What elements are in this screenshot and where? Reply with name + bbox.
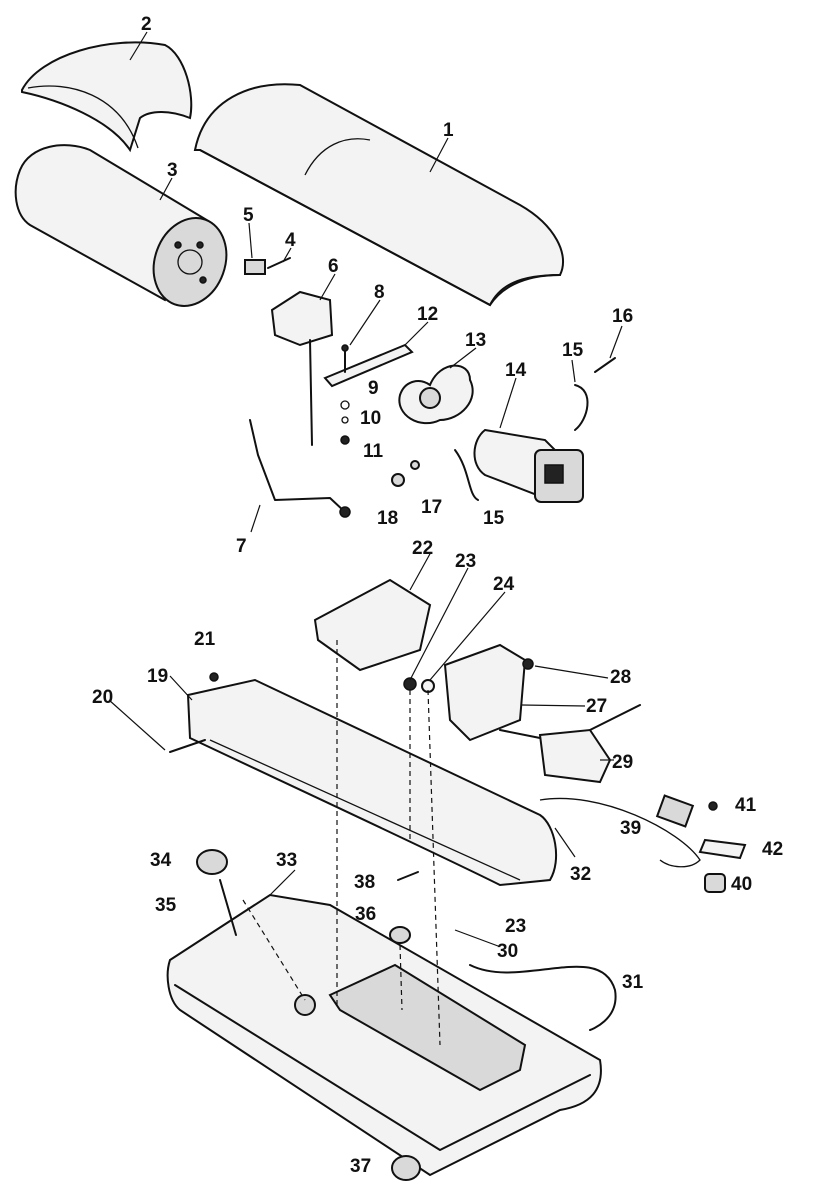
callout-41: 41 [735,795,757,816]
callout-24: 24 [493,574,515,595]
callout-15a: 15 [562,340,584,361]
part-center-brackets [313,578,534,742]
part-combustion-chamber [14,144,228,307]
callout-7: 7 [236,536,247,557]
callout-42: 42 [762,839,783,860]
callout-15b: 15 [483,508,505,529]
callout-23a: 23 [455,551,476,572]
part-fan-bracket [323,343,414,445]
callout-16: 16 [612,306,633,327]
callout-23b: 23 [505,916,526,937]
part-fuel-tank [166,849,617,1181]
part-main-upper-shell [193,83,565,307]
callout-6: 6 [328,256,339,277]
callout-31: 31 [622,972,644,993]
callout-38: 38 [354,872,375,893]
part-upper-shell-left [21,41,193,153]
callout-29: 29 [612,752,633,773]
callout-13: 13 [465,330,486,351]
callout-19: 19 [147,666,168,687]
callout-1: 1 [443,120,454,141]
callout-21: 21 [194,629,216,650]
callout-34: 34 [150,850,172,871]
callout-14: 14 [505,360,527,381]
part-motor [391,357,616,503]
callout-9: 9 [368,378,379,399]
leader-lines [108,31,623,947]
callout-30: 30 [497,941,518,962]
callout-20: 20 [92,687,113,708]
callout-3: 3 [167,160,178,181]
callout-28: 28 [610,667,631,688]
assembly-lines [242,640,441,1046]
callout-35: 35 [155,895,177,916]
callout-37: 37 [350,1156,371,1177]
part-ignitor [499,704,641,784]
callout-36: 36 [355,904,376,925]
callout-8: 8 [374,282,385,303]
callout-17: 17 [421,497,442,518]
callout-18: 18 [377,508,398,529]
part-fan-blade [398,364,474,425]
callout-39: 39 [620,818,641,839]
callout-33: 33 [276,850,297,871]
callout-40: 40 [731,874,752,895]
part-switch-cluster [539,794,747,893]
callout-32: 32 [570,864,591,885]
part-lower-shell [169,672,558,887]
callout-5: 5 [243,205,254,226]
callout-27: 27 [586,696,607,717]
part-nozzle-assembly [244,257,351,518]
callout-22: 22 [412,538,433,559]
callout-12: 12 [417,304,438,325]
callout-2: 2 [141,14,152,35]
callout-labels: 1 2 3 4 5 6 7 8 9 10 11 12 13 14 15 15 1… [92,14,783,1177]
callout-10: 10 [360,408,381,429]
callout-11: 11 [363,441,384,462]
callout-4: 4 [285,230,296,251]
